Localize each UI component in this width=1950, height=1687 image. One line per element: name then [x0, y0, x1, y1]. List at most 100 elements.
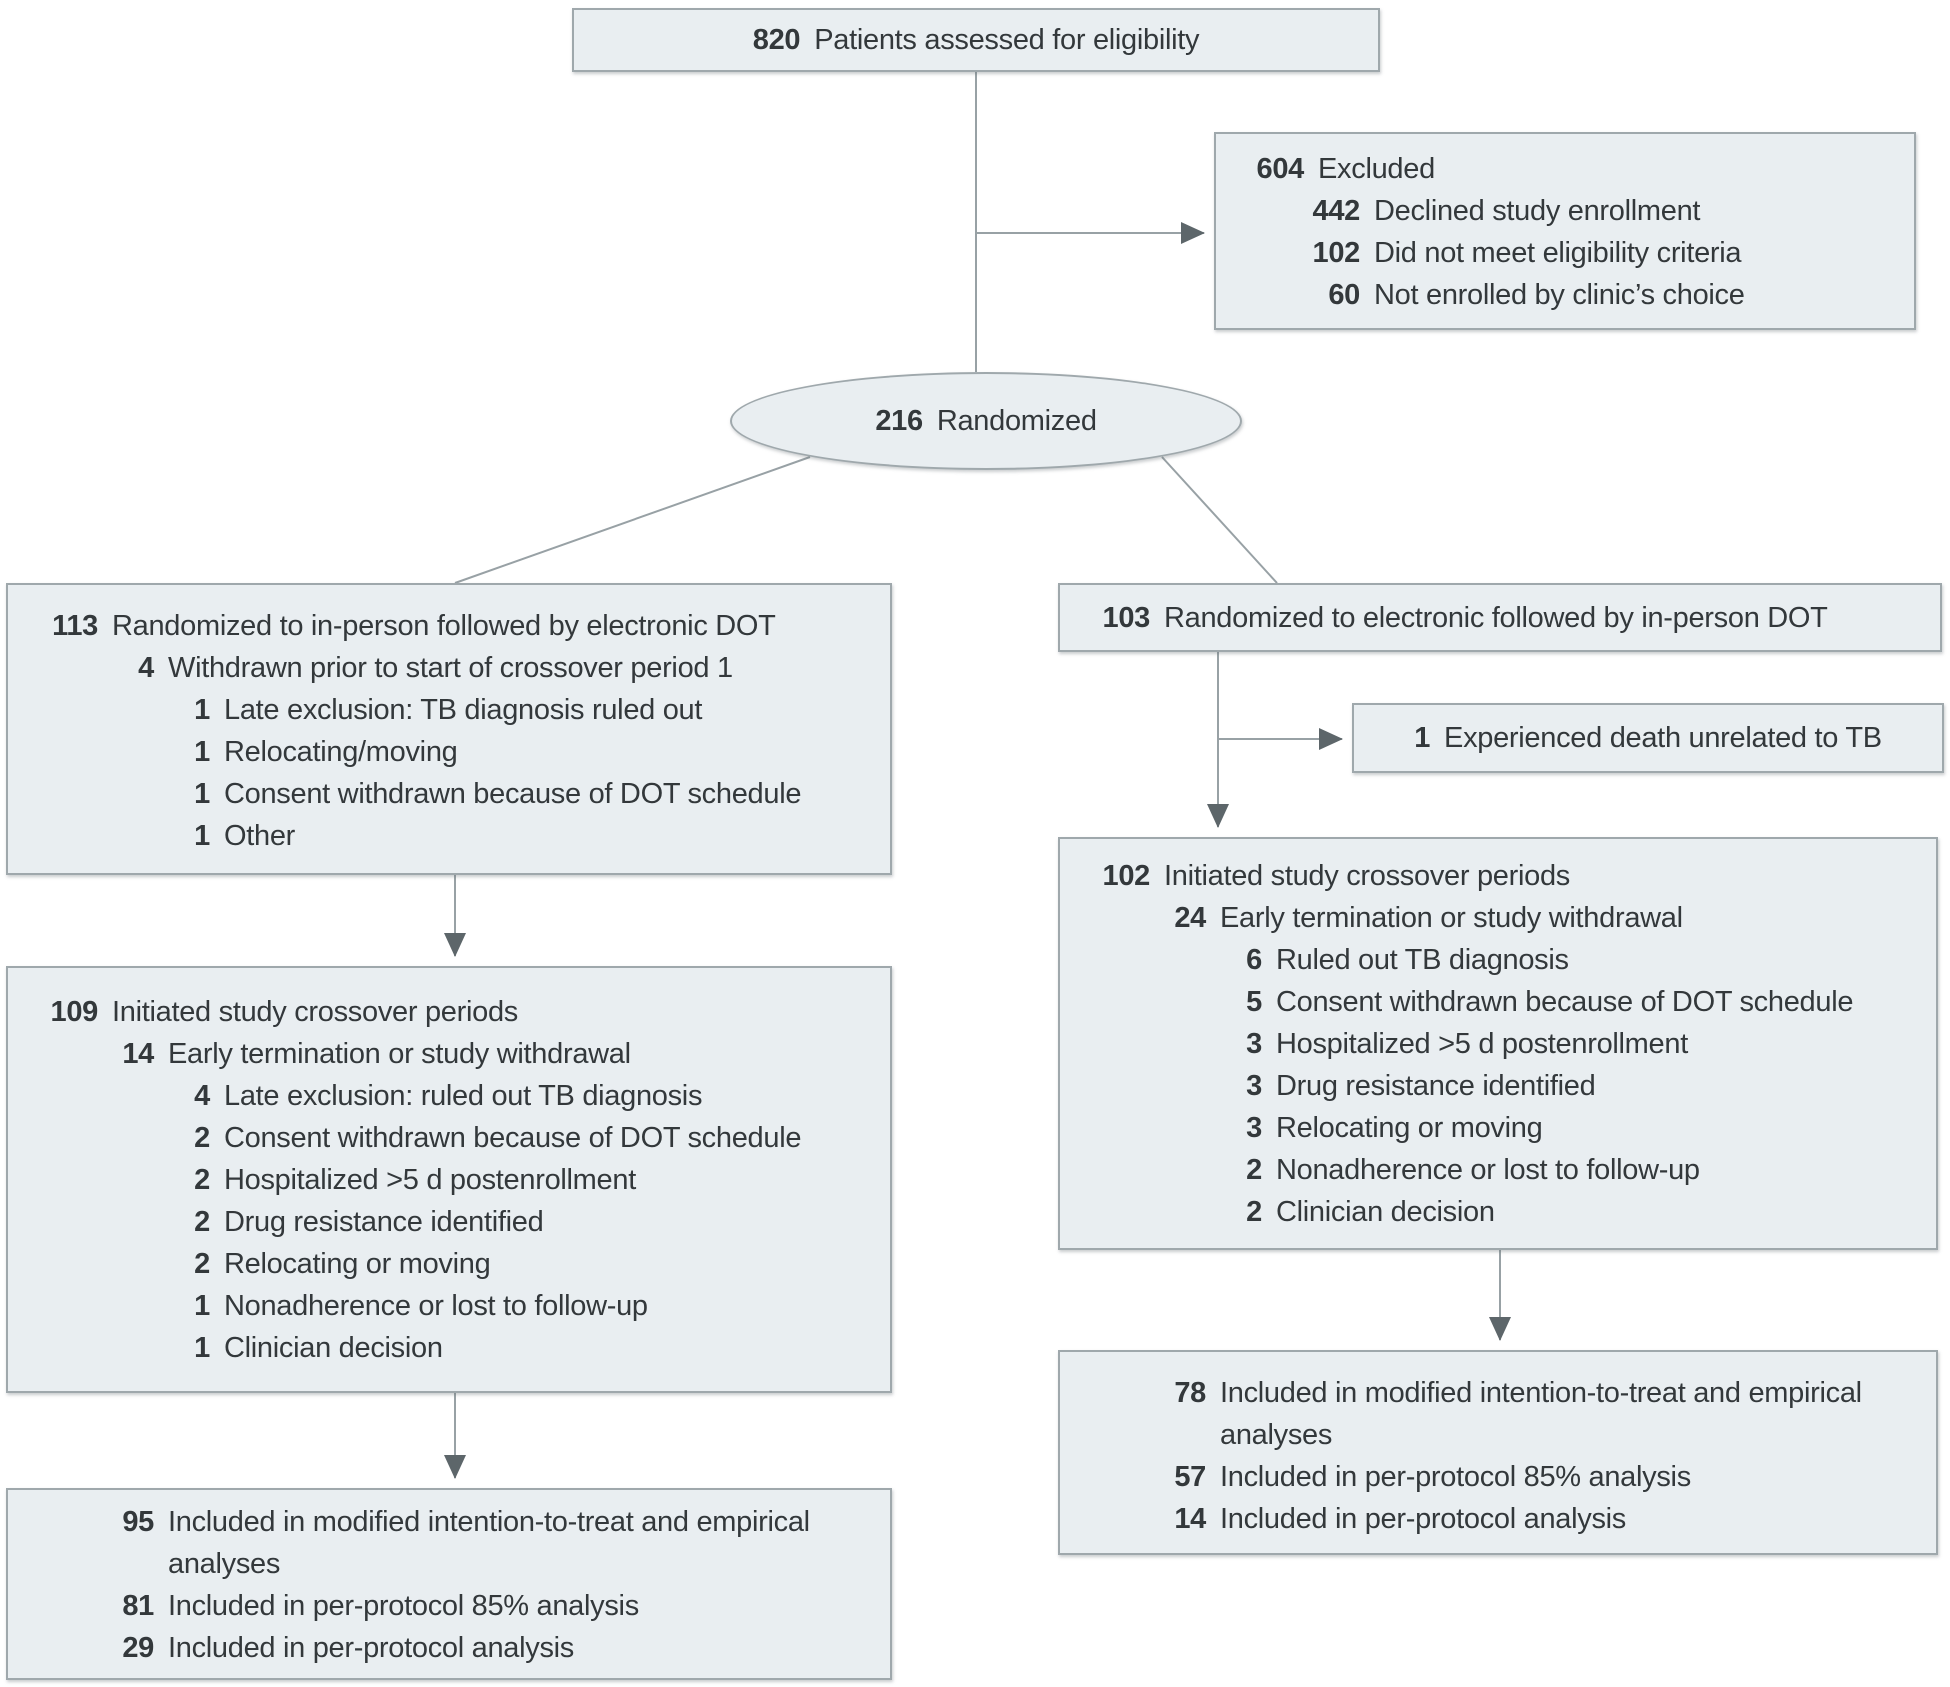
flow-line: 14 Early termination or study withdrawal [34, 1033, 870, 1075]
flow-line: 2 Drug resistance identified [34, 1201, 870, 1243]
flow-line: 102 Did not meet eligibility criteria [1240, 232, 1894, 274]
line-label: Hospitalized >5 d postenrollment [224, 1164, 636, 1196]
line-label: Patients assessed for eligibility [814, 24, 1200, 56]
count: 3 [1246, 1112, 1262, 1144]
count: 102 [1102, 860, 1151, 892]
count: 1 [194, 1290, 210, 1322]
flow-line: 6 Ruled out TB diagnosis [1086, 939, 1916, 981]
line-label: Included in per-protocol 85% analysis [168, 1590, 639, 1622]
flow-line: 1 Other [34, 815, 870, 857]
line-label: Ruled out TB diagnosis [1276, 944, 1569, 976]
count: 442 [1312, 195, 1361, 227]
count: 2 [194, 1164, 210, 1196]
count: 6 [1246, 944, 1262, 976]
line-label: Other [224, 820, 296, 852]
flow-line: 1 Nonadherence or lost to follow-up [34, 1285, 870, 1327]
count: 1 [194, 778, 210, 810]
line-label: Late exclusion: TB diagnosis ruled out [224, 694, 703, 726]
count: 1 [1414, 722, 1431, 754]
line-label: Consent withdrawn because of DOT schedul… [224, 1122, 802, 1154]
eligibility-box: 820 Patients assessed for eligibility [572, 8, 1380, 72]
line-label: Relocating or moving [224, 1248, 491, 1280]
count: 29 [122, 1632, 154, 1664]
connector-randomized-to-right-arm [1161, 456, 1278, 584]
flow-line: 2 Hospitalized >5 d postenrollment [34, 1159, 870, 1201]
flow-line: 2 Consent withdrawn because of DOT schedu… [34, 1117, 870, 1159]
line-label: Declined study enrollment [1374, 195, 1701, 227]
line-label: Excluded [1318, 153, 1435, 185]
count: 57 [1174, 1461, 1206, 1493]
count: 1 [194, 736, 210, 768]
line-label: Nonadherence or lost to follow-up [224, 1290, 648, 1322]
electronic-first-analysis-box: 78 Included in modified intention-to-trea… [1058, 1350, 1938, 1555]
line-label: Included in modified intention-to-treat … [1220, 1377, 1862, 1451]
count: 2 [1246, 1154, 1262, 1186]
count: 102 [1312, 237, 1361, 269]
line-label: Clinician decision [224, 1332, 443, 1364]
count: 604 [1256, 153, 1305, 185]
line-label: Relocating or moving [1276, 1112, 1543, 1144]
line-label: Consent withdrawn because of DOT schedul… [1276, 986, 1854, 1018]
flow-line: 1 Consent withdrawn because of DOT schedu… [34, 773, 870, 815]
line-label: Did not meet eligibility criteria [1374, 237, 1742, 269]
count: 1 [194, 1332, 210, 1364]
count: 216 [875, 405, 923, 437]
count: 14 [122, 1038, 154, 1070]
line-label: Randomized to in-person followed by elec… [112, 610, 776, 642]
count: 2 [194, 1122, 210, 1154]
line-label: Late exclusion: ruled out TB diagnosis [224, 1080, 703, 1112]
count: 60 [1328, 279, 1360, 311]
line-label: Drug resistance identified [224, 1206, 544, 1238]
line-label: Relocating/moving [224, 736, 458, 768]
line-label: Early termination or study withdrawal [168, 1038, 631, 1070]
flow-line: 820 Patients assessed for eligibility [574, 19, 1378, 61]
count: 109 [50, 996, 99, 1028]
line-label: Consent withdrawn because of DOT schedul… [224, 778, 802, 810]
line-label: Nonadherence or lost to follow-up [1276, 1154, 1700, 1186]
flow-line: 1 Clinician decision [34, 1327, 870, 1369]
line-label: Hospitalized >5 d postenrollment [1276, 1028, 1688, 1060]
flow-line: 4 Withdrawn prior to start of crossover p… [34, 647, 870, 689]
line-label: Early termination or study withdrawal [1220, 902, 1683, 934]
count: 1 [194, 694, 210, 726]
count: 4 [194, 1080, 210, 1112]
excluded-box: 604 Excluded 442 Declined study enrollment 1… [1214, 132, 1916, 330]
flow-line: 78 Included in modified intention-to-trea… [1086, 1372, 1916, 1456]
flow-line: 2 Nonadherence or lost to follow-up [1086, 1149, 1916, 1191]
flow-line: 4 Late exclusion: ruled out TB diagnosis [34, 1075, 870, 1117]
count: 78 [1174, 1377, 1206, 1409]
line-label: Clinician decision [1276, 1196, 1495, 1228]
line-label: Included in per-protocol analysis [1220, 1503, 1626, 1535]
count: 4 [138, 652, 154, 684]
count: 820 [752, 24, 801, 56]
count: 2 [194, 1206, 210, 1238]
line-label: Randomized to electronic followed by in-… [1164, 602, 1828, 634]
line-label: Included in per-protocol 85% analysis [1220, 1461, 1691, 1493]
line-label: Withdrawn prior to start of crossover pe… [168, 652, 733, 684]
connector-randomized-to-left-arm [454, 456, 811, 584]
count: 1 [194, 820, 210, 852]
